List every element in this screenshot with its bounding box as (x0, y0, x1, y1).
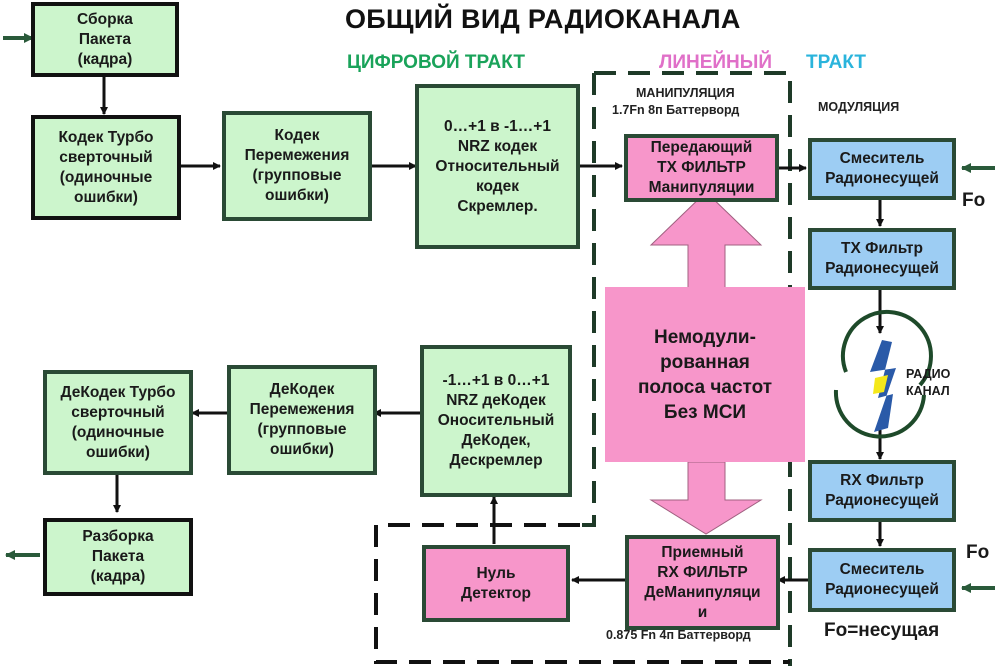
tx-manipulation-filter-block[interactable]: Передающий ТХ ФИЛЬТР Манипуляции (624, 134, 779, 202)
null-detector-block[interactable]: Нуль Детектор (422, 545, 570, 622)
page-title: ОБЩИЙ ВИД РАДИОКАНАЛА (345, 4, 741, 34)
radio-channel-label: РАДИО КАНАЛ (906, 367, 951, 398)
manipulation-label: МАНИПУЛЯЦИЯ (636, 86, 735, 100)
fo-label-bottom: Fo (966, 542, 990, 563)
nrz-decoder-block[interactable]: -1…+1 в 0…+1 NRZ деКодек Оносительный Де… (420, 345, 572, 497)
linear-section-label-suffix: ТРАКТ (806, 52, 867, 73)
packet-disassembly-block[interactable]: Разборка Пакета (кадра) (43, 518, 193, 596)
nrz-codec-block[interactable]: 0…+1 в -1…+1 NRZ кодек Относительный код… (415, 84, 580, 249)
fo-carrier-note: Fo=несущая (824, 620, 940, 641)
rx-carrier-mixer-block[interactable]: Смеситель Радионесущей (808, 548, 956, 612)
digital-section-label: ЦИФРОВОЙ ТРАКТ (347, 52, 525, 73)
turbo-codec-block[interactable]: Кодек Турбо сверточный (одиночные ошибки… (31, 115, 181, 220)
rx-demanipulation-filter-block[interactable]: Приемный RX ФИЛЬТР ДеМанипуляци и (625, 535, 780, 630)
deinterleave-decoder-block[interactable]: ДеКодек Перемежения (групповые ошибки) (227, 365, 377, 475)
linear-section-label: ЛИНЕЙНЫЙ (659, 52, 773, 73)
packet-assembly-block[interactable]: Сборка Пакета (кадра) (31, 2, 179, 77)
fo-label-top: Fo (962, 190, 986, 211)
manipulation-spec: 1.7Fn 8п Баттерворд (612, 103, 740, 117)
band-arrow-up (649, 191, 763, 289)
tx-carrier-filter-block[interactable]: ТХ Фильтр Радионесущей (808, 228, 956, 290)
manipulation-region-border (580, 71, 792, 666)
unmodulated-band-block[interactable]: Немодули- рованная полоса частот Без МСИ (605, 287, 805, 462)
rx-filter-spec: 0.875 Fn 4п Баттерворд (606, 628, 751, 642)
interleave-codec-block[interactable]: Кодек Перемежения (групповые ошибки) (222, 111, 372, 221)
modulation-label: МОДУЛЯЦИЯ (818, 100, 900, 114)
radio-channel-ring (833, 309, 933, 439)
turbo-decoder-block[interactable]: ДеКодек Турбо сверточный (одиночные ошиб… (43, 370, 193, 475)
rx-carrier-filter-block[interactable]: RX Фильтр Радионесущей (808, 460, 956, 522)
rx-region-border (374, 523, 790, 664)
band-arrow-down (649, 461, 763, 535)
tx-carrier-mixer-block[interactable]: Смеситель Радионесущей (808, 138, 956, 200)
